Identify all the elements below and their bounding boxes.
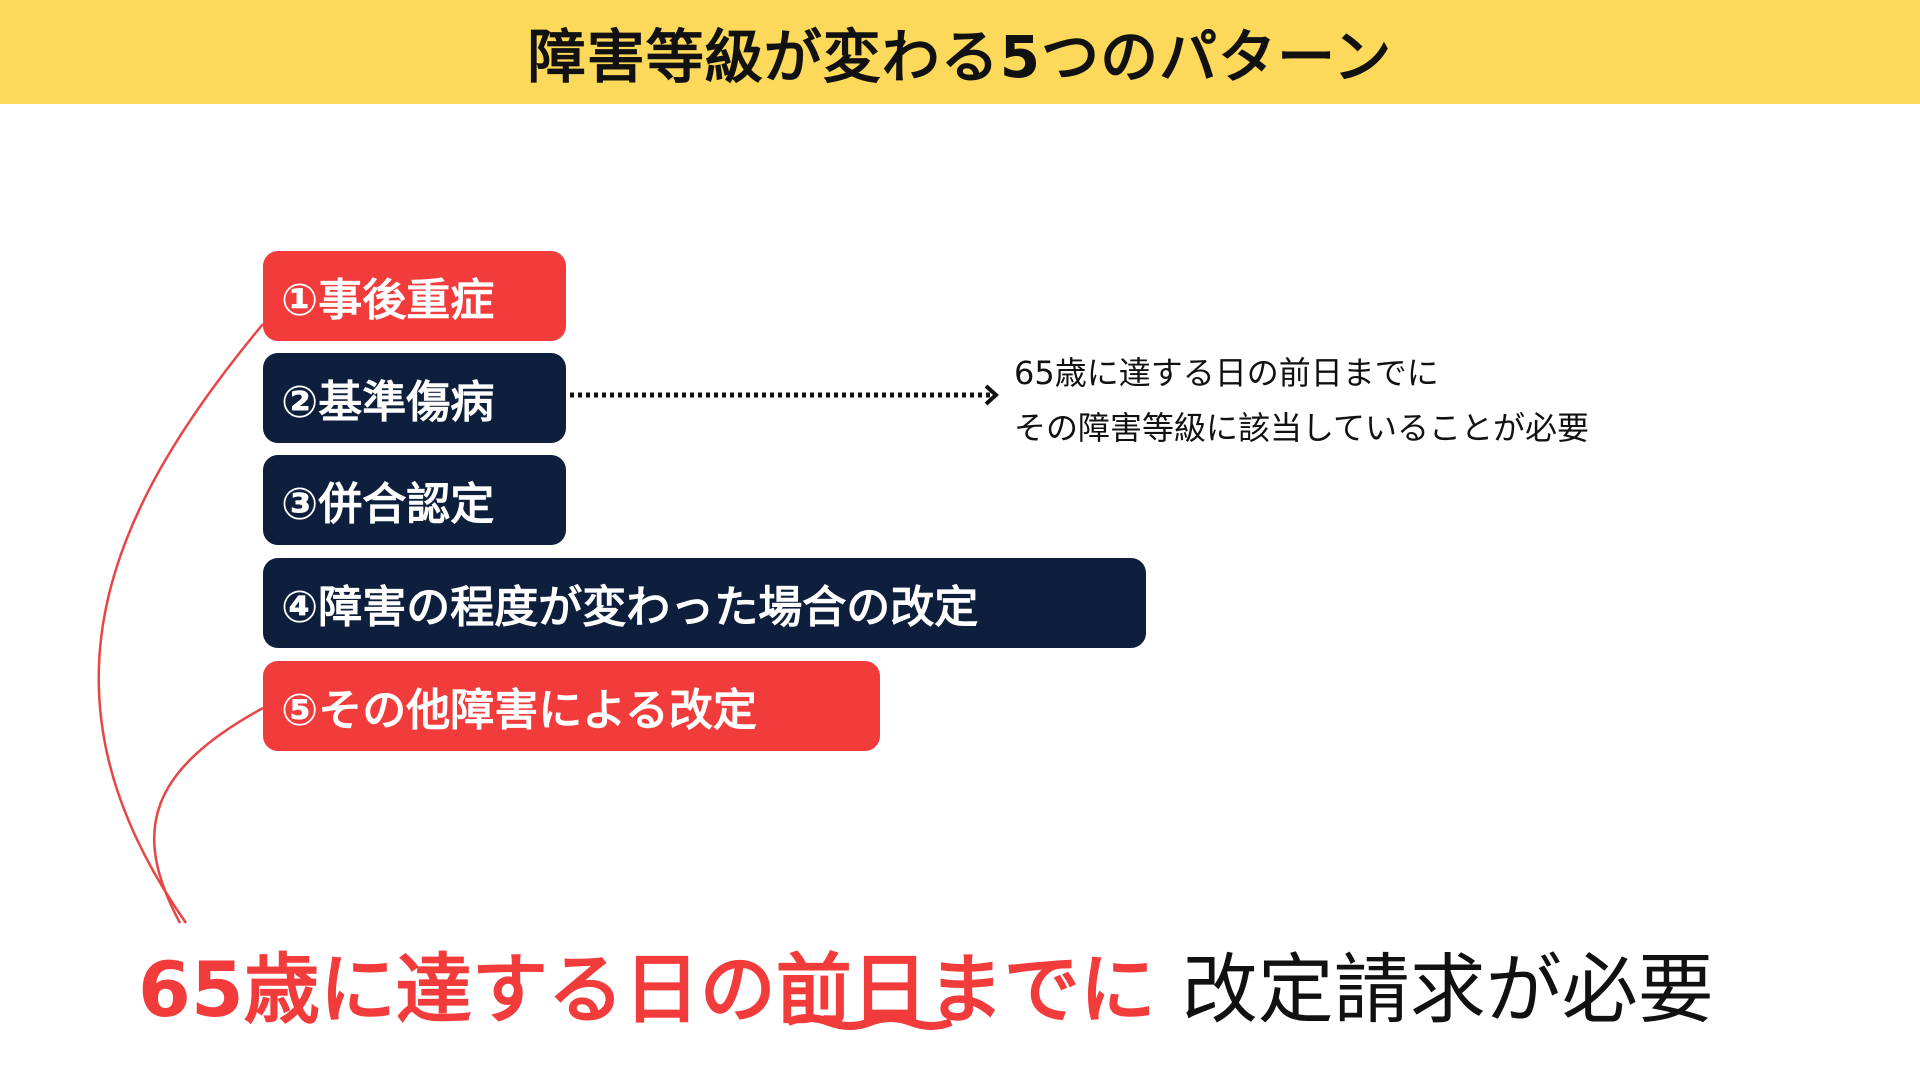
conclusion: 65歳に達する日の前日までに 改定請求が必要 [138, 928, 1714, 1038]
pattern-1-jigo-jusho: ①事後重症 [263, 251, 566, 341]
curve-from-pattern-5 [152, 706, 264, 924]
note-line-1: 65歳に達する日の前日までに [1014, 354, 1439, 392]
pattern-4-teido-kaitei: ④障害の程度が変わった場合の改定 [263, 558, 1146, 648]
conclusion-deadline: 65歳に達する日の前日までに [138, 945, 1156, 1034]
note-line-2: その障害等級に該当していることが必要 [1014, 409, 1590, 447]
page-title: 障害等級が変わる5つのパターン [527, 23, 1393, 91]
pattern-2-kijun-shobyo: ②基準傷病 [263, 353, 566, 443]
pattern-3-heigo-nintei: ③併合認定 [263, 455, 566, 545]
pattern-5-sonota-kaitei: ⑤その他障害による改定 [263, 661, 880, 751]
arrow-head-icon [984, 384, 999, 406]
wavy-underline [786, 1014, 953, 1030]
conclusion-action: 改定請求が必要 [1181, 945, 1714, 1034]
title-banner: 障害等級が変わる5つのパターン [0, 0, 1920, 104]
curve-from-pattern-1 [97, 323, 264, 924]
